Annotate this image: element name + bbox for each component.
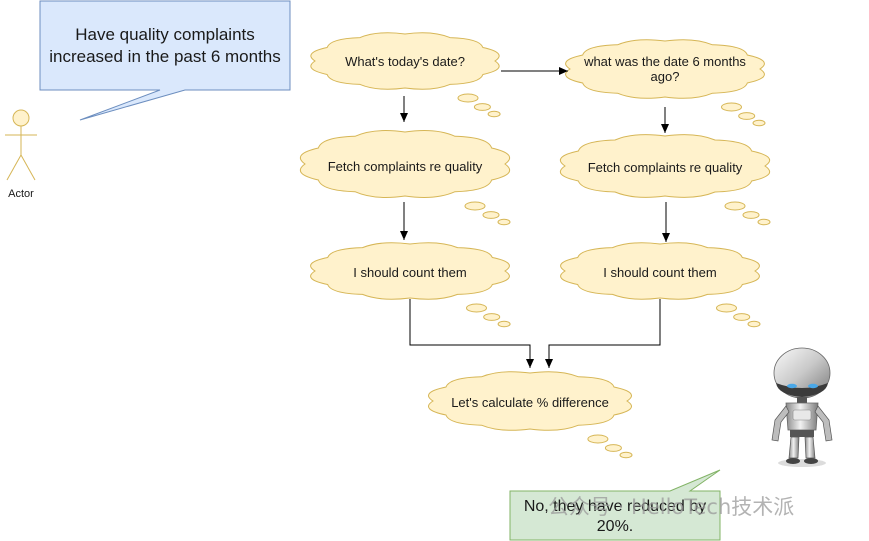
cloud-bubble-3 bbox=[497, 320, 511, 328]
cloud-bubble-1 bbox=[466, 303, 487, 313]
cloud-outline bbox=[310, 242, 510, 300]
answer-callout: No, they have reduced by 20%. bbox=[509, 469, 721, 541]
thought-date-six-months-ago-line-2: ago? bbox=[651, 69, 680, 84]
cloud-bubble-2 bbox=[482, 211, 500, 219]
cloud-bubble-3 bbox=[497, 218, 511, 226]
robot-leg-left bbox=[788, 436, 800, 459]
cloud-bubble-1 bbox=[464, 201, 486, 211]
answer-line-1: No, they have reduced by bbox=[524, 498, 706, 515]
thought-date-today-text: What's today's date? bbox=[345, 54, 465, 69]
question-line-1: Have quality complaints bbox=[75, 25, 255, 44]
actor-label: Actor bbox=[8, 188, 34, 200]
robot-chest-plate bbox=[792, 409, 812, 421]
cloud-bubble-3 bbox=[747, 320, 761, 328]
robot-arm-left bbox=[771, 405, 790, 442]
cloud-shape bbox=[559, 134, 771, 226]
robot-eye-left bbox=[787, 383, 797, 389]
cloud-bubble-1 bbox=[716, 303, 737, 313]
connectors bbox=[400, 67, 670, 368]
thought-fetch-right: Fetch complaints re quality bbox=[559, 134, 771, 226]
robot-eye-right bbox=[808, 383, 818, 389]
cloud-outline bbox=[428, 371, 632, 431]
robot-arm-right bbox=[814, 405, 833, 442]
thought-calculate: Let's calculate % difference bbox=[428, 371, 633, 459]
cloud-bubble-2 bbox=[473, 103, 491, 111]
thought-count-left-text: I should count them bbox=[353, 265, 466, 280]
thought-date-six-months-ago-line-1: what was the date 6 months bbox=[583, 54, 746, 69]
cloud-shape bbox=[310, 242, 511, 328]
actor-figure bbox=[5, 109, 37, 181]
thought-fetch-left-text: Fetch complaints re quality bbox=[328, 159, 483, 174]
robot-shadow bbox=[778, 459, 826, 467]
arrow-count-right-to-calculate bbox=[545, 299, 661, 368]
cloud-bubble-1 bbox=[724, 201, 746, 211]
arrow-count-left-to-calculate bbox=[409, 299, 534, 368]
robot-foot-right bbox=[804, 458, 818, 464]
robot-illustration bbox=[771, 347, 833, 467]
cloud-outline bbox=[560, 242, 760, 300]
robot-hips bbox=[790, 430, 814, 437]
cloud-bubble-2 bbox=[483, 313, 501, 321]
cloud-shape bbox=[560, 242, 761, 328]
cloud-shape bbox=[428, 371, 633, 459]
cloud-outline bbox=[565, 39, 765, 99]
thought-count-right-text: I should count them bbox=[603, 265, 716, 280]
robot-visor bbox=[776, 383, 828, 397]
cloud-bubble-2 bbox=[604, 444, 622, 452]
cloud-bubble-3 bbox=[752, 119, 766, 127]
question-line-2: increased in the past 6 months bbox=[49, 47, 281, 66]
thought-count-left: I should count them bbox=[310, 242, 511, 328]
robot-foot-left bbox=[786, 458, 800, 464]
cloud-bubble-2 bbox=[742, 211, 760, 219]
thought-calculate-text: Let's calculate % difference bbox=[451, 395, 609, 410]
thought-fetch-left: Fetch complaints re quality bbox=[299, 130, 511, 226]
cloud-bubble-1 bbox=[587, 434, 609, 444]
robot-leg-right bbox=[804, 436, 816, 459]
answer-line-2: 20%. bbox=[597, 518, 633, 535]
cloud-shape bbox=[565, 39, 766, 127]
cloud-shape bbox=[299, 130, 511, 226]
cloud-bubble-1 bbox=[457, 93, 479, 103]
cloud-outline bbox=[299, 130, 511, 198]
cloud-outline bbox=[310, 32, 500, 90]
watermark: 公众号 · HelloTech技术派 bbox=[548, 495, 794, 519]
cloud-bubble-2 bbox=[738, 112, 756, 120]
cloud-bubble-1 bbox=[721, 102, 742, 112]
thought-date-six-months-ago: what was the date 6 months ago? bbox=[565, 39, 766, 127]
cloud-outline bbox=[559, 134, 771, 198]
thought-fetch-right-text: Fetch complaints re quality bbox=[588, 160, 743, 175]
cloud-shape bbox=[310, 32, 501, 118]
cloud-bubble-3 bbox=[487, 110, 501, 118]
thought-date-today: What's today's date? bbox=[310, 32, 501, 118]
question-callout: Have quality complaints increased in the… bbox=[39, 0, 291, 121]
cloud-bubble-3 bbox=[757, 218, 771, 226]
cloud-bubble-2 bbox=[733, 313, 751, 321]
robot-neck bbox=[797, 397, 807, 403]
thought-count-right: I should count them bbox=[560, 242, 761, 328]
answer-callout-shape bbox=[509, 469, 721, 541]
question-callout-shape bbox=[39, 0, 291, 121]
actor: Actor bbox=[5, 109, 37, 200]
cloud-bubble-3 bbox=[619, 451, 633, 459]
